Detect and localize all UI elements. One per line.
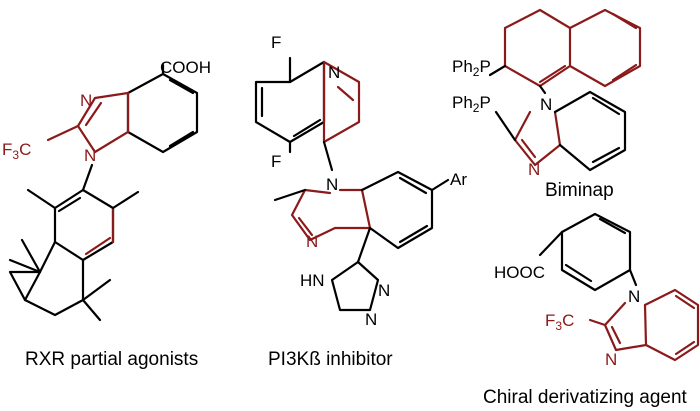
- n-chiral-label: N: [628, 287, 640, 306]
- n-biminap-label: N: [540, 95, 552, 114]
- ar-label: Ar: [450, 170, 467, 189]
- ph2p-bottom-label: Ph2P: [452, 93, 491, 115]
- f-bottom-label: F: [271, 152, 281, 171]
- nh-h-label: HN: [300, 271, 325, 290]
- cf3-chiral-label: F3C: [545, 311, 574, 333]
- triazole-n1-label: N: [378, 281, 390, 300]
- n3-pi3k-label: N: [306, 232, 318, 251]
- hooc-label: HOOC: [494, 263, 545, 282]
- triazole-n2-label: N: [365, 310, 377, 329]
- f-top-label: F: [271, 33, 281, 52]
- quinoline-n-label: N: [328, 63, 340, 82]
- caption-pi3k: PI3Kß inhibitor: [268, 349, 393, 370]
- cooh-label: COOH: [160, 58, 211, 77]
- chiral-agent-structure: HOOC N N F3C Chiral derivatizing agent: [483, 212, 700, 408]
- caption-biminap: Biminap: [545, 180, 614, 201]
- caption-rxr: RXR partial agonists: [25, 349, 198, 370]
- rxr-agonist-structure: COOH N N F3C RXR partial agonists: [2, 58, 211, 370]
- n3-biminap-label: N: [528, 160, 540, 179]
- biminap-structure: Ph2P N N Ph2P Biminap: [452, 8, 642, 201]
- n-pi3k-label: N: [326, 175, 338, 194]
- n3-chiral-label: N: [605, 350, 617, 369]
- n-imidazole-label: N: [80, 91, 92, 110]
- cf3-f-label: F3C: [2, 140, 31, 162]
- ph2p-top-label: Ph2P: [452, 57, 491, 79]
- pi3k-inhibitor-structure: N F F N N Ar HN N N PI3Kß inhibitor: [254, 33, 467, 370]
- caption-chiral: Chiral derivatizing agent: [483, 387, 688, 408]
- n1-label: N: [84, 146, 96, 165]
